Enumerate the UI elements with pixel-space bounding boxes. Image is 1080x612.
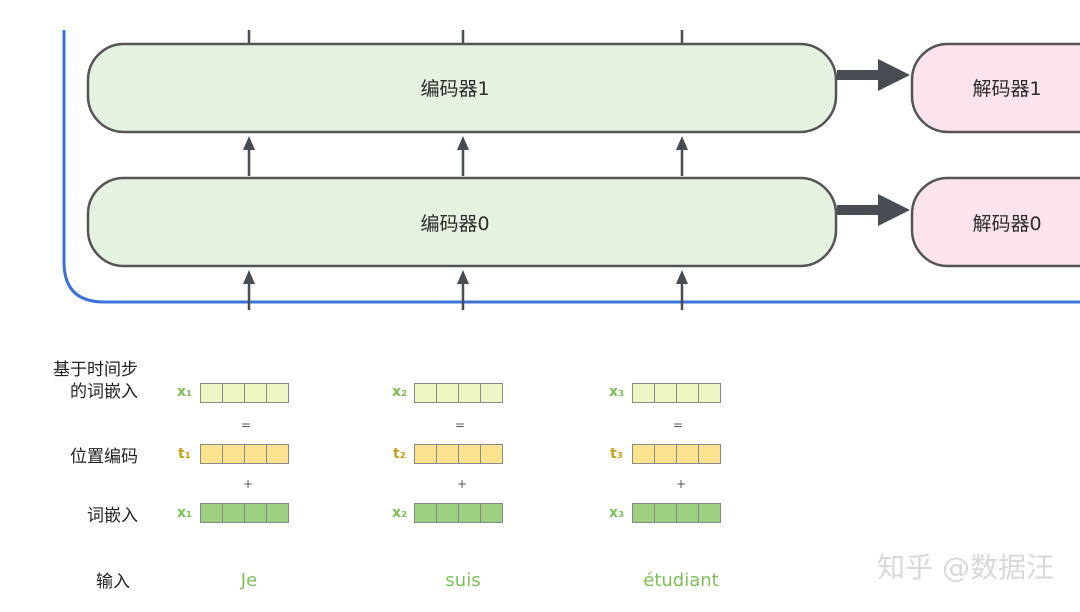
vec-label-x3-bottom: x₃ — [609, 505, 625, 521]
decoder-1-label: 解码器1 — [972, 78, 1041, 100]
vec-label-t2: t₂ — [393, 446, 406, 462]
encoder-link-arrows — [243, 136, 688, 176]
watermark: 知乎 @数据汪 — [877, 551, 1054, 584]
encoder-1-label: 编码器1 — [420, 78, 489, 100]
timestep-embedding-vector-1 — [200, 383, 289, 403]
encoder-stack-container — [62, 30, 1080, 304]
vec-label-x1-bottom: x₁ — [177, 505, 193, 521]
plus-sign-2: + — [456, 477, 468, 491]
vec-label-x3-top: x₃ — [609, 384, 625, 400]
equals-sign-1: = — [240, 418, 252, 432]
encoder-0-box — [86, 176, 838, 268]
decoder-0-label: 解码器0 — [972, 213, 1041, 235]
vec-label-t1: t₁ — [178, 446, 191, 462]
vec-label-x2-bottom: x₂ — [392, 505, 408, 521]
decoder-0-box — [910, 176, 1080, 268]
row-label-positional-encoding: 位置编码 — [70, 447, 138, 467]
encoder-1-box — [86, 42, 838, 134]
plus-sign-3: + — [675, 477, 687, 491]
vec-label-x1-top: x₁ — [177, 384, 193, 400]
equals-sign-2: = — [454, 418, 466, 432]
word-embedding-vector-1 — [200, 503, 289, 523]
positional-encoding-vector-1 — [200, 444, 289, 464]
input-word-2: suis — [445, 570, 481, 591]
row-label-input: 输入 — [96, 572, 130, 592]
word-embedding-vector-3 — [632, 503, 721, 523]
encoder-decoder-arrow-0 — [837, 194, 910, 226]
vec-label-t3: t₃ — [610, 446, 623, 462]
decoder-1-box — [910, 42, 1080, 134]
top-stems — [247, 30, 684, 44]
vec-label-x2-top: x₂ — [392, 384, 408, 400]
equals-sign-3: = — [672, 418, 684, 432]
plus-sign-1: + — [242, 477, 254, 491]
input-arrows — [243, 270, 688, 310]
timestep-embedding-vector-3 — [632, 383, 721, 403]
timestep-embedding-vector-2 — [414, 383, 503, 403]
encoder-0-label: 编码器0 — [420, 213, 489, 235]
positional-encoding-vector-2 — [414, 444, 503, 464]
input-word-1: Je — [240, 570, 258, 591]
word-embedding-vector-2 — [414, 503, 503, 523]
row-label-word-embedding: 词嵌入 — [87, 506, 138, 526]
encoder-decoder-arrow-1 — [837, 59, 910, 91]
row-label-timestep-embedding: 基于时间步 的词嵌入 — [53, 360, 138, 402]
input-word-3: étudiant — [643, 570, 719, 591]
positional-encoding-vector-3 — [632, 444, 721, 464]
